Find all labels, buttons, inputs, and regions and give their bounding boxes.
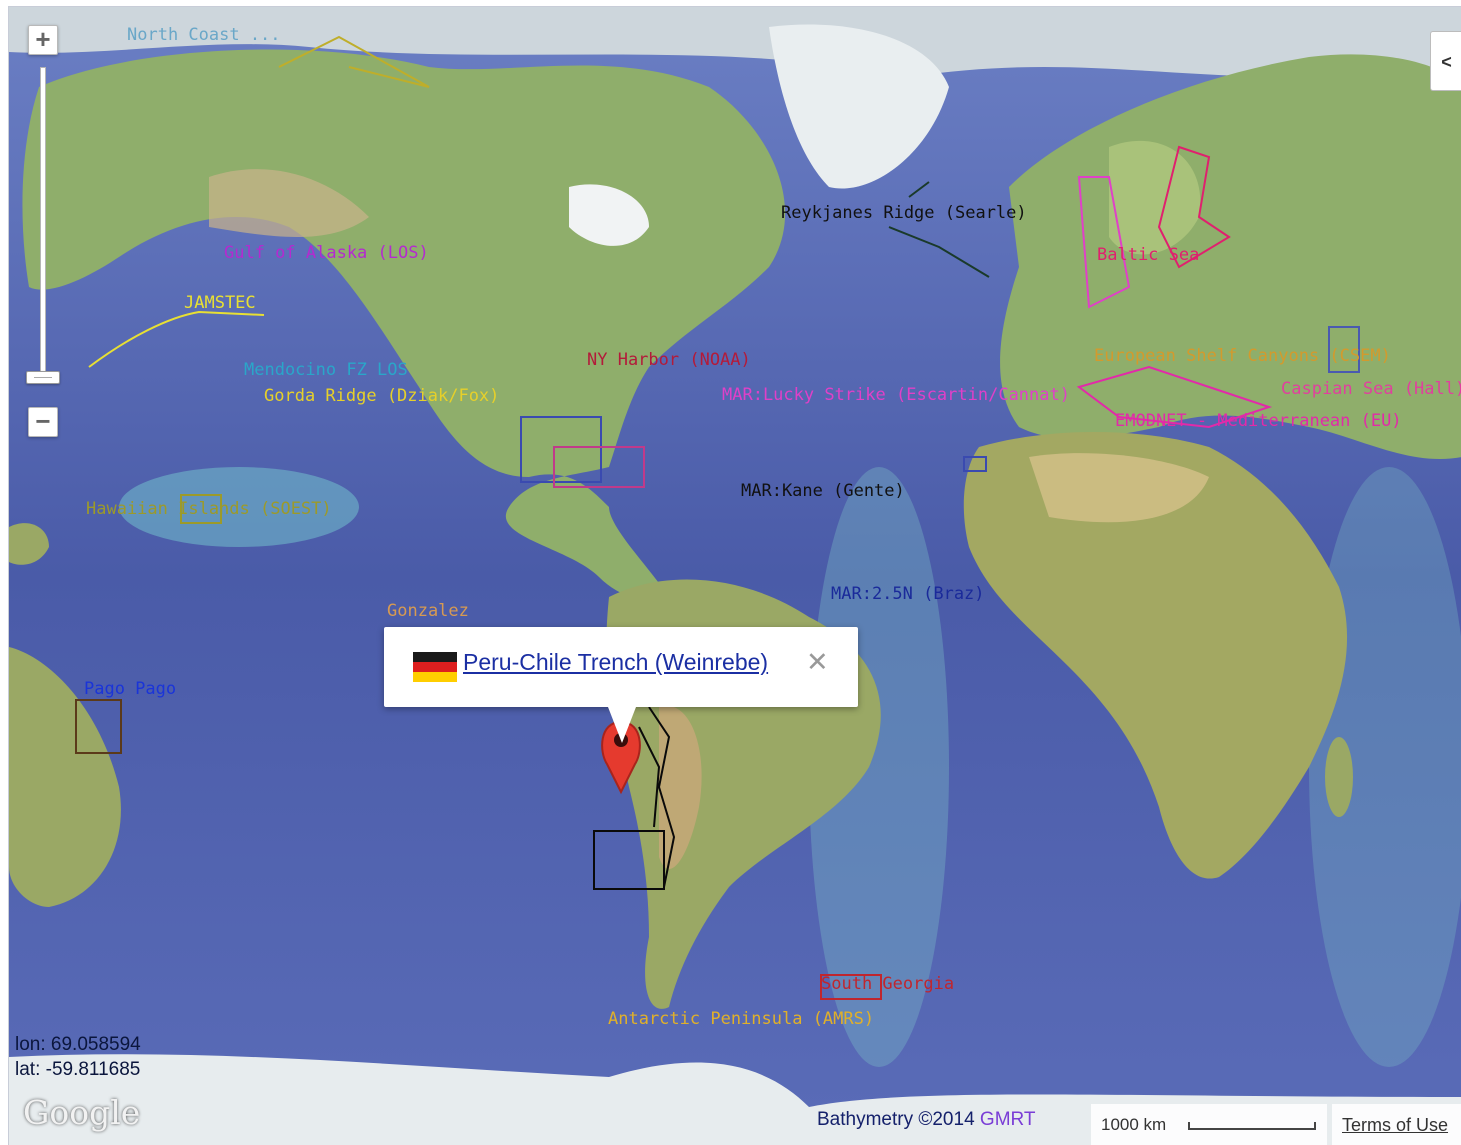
south-georgia-survey[interactable]	[820, 974, 882, 1000]
popup-title-link[interactable]: Peru-Chile Trench (Weinrebe)	[463, 649, 769, 675]
gmrt-link[interactable]: GMRT	[979, 1109, 1036, 1130]
greenland	[769, 24, 949, 189]
survey-label[interactable]: South Georgia	[821, 974, 955, 994]
caspian-polygon[interactable]	[1328, 326, 1360, 373]
survey-label[interactable]: Antarctic Peninsula (AMRS)	[608, 1009, 875, 1029]
canary-survey[interactable]	[963, 456, 987, 472]
scandinavia	[1109, 140, 1201, 255]
chile-survey[interactable]	[593, 830, 665, 890]
andes	[659, 705, 702, 869]
info-popup: Peru-Chile Trench (Weinrebe) ✕	[384, 627, 858, 743]
zoom-slider-track[interactable]	[40, 67, 46, 377]
survey-label[interactable]: Mendocino FZ LOS	[244, 360, 408, 380]
florida-survey[interactable]	[553, 446, 645, 488]
survey-label[interactable]: Reykjanes Ridge (Searle)	[781, 203, 1027, 223]
gulf-survey[interactable]	[520, 416, 602, 483]
mid-atlantic-ridge	[809, 467, 949, 1067]
latitude-readout: lat: -59.811685	[15, 1059, 141, 1080]
panel-toggle-button[interactable]: <	[1430, 31, 1461, 91]
arctic-ice	[9, 7, 1461, 77]
baltic-sea-polygon[interactable]	[1157, 145, 1231, 269]
africa	[963, 432, 1348, 879]
survey-label[interactable]: North Coast ...	[127, 25, 281, 45]
indian-ridge	[1309, 467, 1461, 1067]
map-basemap[interactable]	[9, 7, 1461, 1145]
terms-of-use-link[interactable]: Terms of Use	[1332, 1104, 1461, 1145]
north-america-mountains	[209, 169, 369, 237]
survey-label[interactable]: NY Harbor (NOAA)	[587, 350, 751, 370]
baltic-polygon[interactable]	[1077, 176, 1131, 309]
map-viewport[interactable]: North Coast ... Gulf of Alaska (LOS) JAMST…	[8, 6, 1461, 1145]
sahara	[1029, 453, 1209, 523]
survey-label[interactable]: Gonzalez	[387, 601, 469, 621]
google-logo[interactable]: Google	[23, 1093, 141, 1132]
mediterranean-polygon[interactable]	[1076, 365, 1273, 429]
longitude-readout: lon: 69.058594	[15, 1034, 141, 1055]
cursor-coordinates: lon: 69.058594 lat: -59.811685	[15, 1032, 141, 1082]
survey-label[interactable]: MAR:Lucky Strike (Escartin/Cannat)	[722, 385, 1070, 405]
reykjanes-track[interactable]	[888, 181, 990, 278]
zoom-in-button[interactable]: +	[28, 25, 58, 55]
pacific-island	[9, 523, 49, 565]
pago-pago-survey[interactable]	[75, 699, 122, 754]
madagascar	[1325, 737, 1353, 817]
survey-label[interactable]: MAR:2.5N (Braz)	[831, 584, 985, 604]
scale-bar	[1188, 1122, 1316, 1130]
hudson-ice	[569, 184, 649, 246]
survey-label[interactable]: European Shelf Canyons (CSEM)	[1094, 346, 1391, 366]
close-icon[interactable]: ✕	[806, 647, 829, 677]
scale-control[interactable]: 1000 km	[1091, 1104, 1327, 1145]
terms-label: Terms of Use	[1342, 1115, 1449, 1135]
survey-label[interactable]: Gorda Ridge (Dziak/Fox)	[264, 386, 500, 406]
survey-label[interactable]: JAMSTEC	[184, 293, 256, 313]
attribution: Bathymetry ©2014 GMRT	[817, 1109, 1036, 1131]
attribution-text: Bathymetry ©2014	[817, 1109, 980, 1130]
survey-label[interactable]: Baltic Sea	[1097, 245, 1200, 265]
survey-label[interactable]: Pago Pago	[84, 679, 177, 699]
new-zealand	[9, 647, 121, 907]
survey-label[interactable]: Caspian Sea (Hall)	[1281, 379, 1461, 399]
zoom-out-button[interactable]: −	[28, 407, 58, 437]
zoom-slider-thumb[interactable]	[26, 371, 60, 384]
peru-chile-tracks[interactable]	[638, 706, 676, 888]
survey-label[interactable]: Hawaiian Islands (SOEST)	[86, 499, 332, 519]
north-coast-track[interactable]	[278, 35, 430, 88]
germany-flag-icon	[413, 652, 457, 682]
survey-label[interactable]: MAR:Kane (Gente)	[741, 481, 905, 501]
survey-label[interactable]: Gulf of Alaska (LOS)	[224, 243, 429, 263]
hawaiian-shallows	[119, 467, 359, 547]
scale-label: 1000 km	[1101, 1115, 1167, 1134]
jamstec-track[interactable]	[88, 310, 265, 368]
hawaii-survey[interactable]	[180, 494, 222, 524]
survey-label[interactable]: EMODNET - Mediterranean (EU)	[1115, 411, 1402, 431]
